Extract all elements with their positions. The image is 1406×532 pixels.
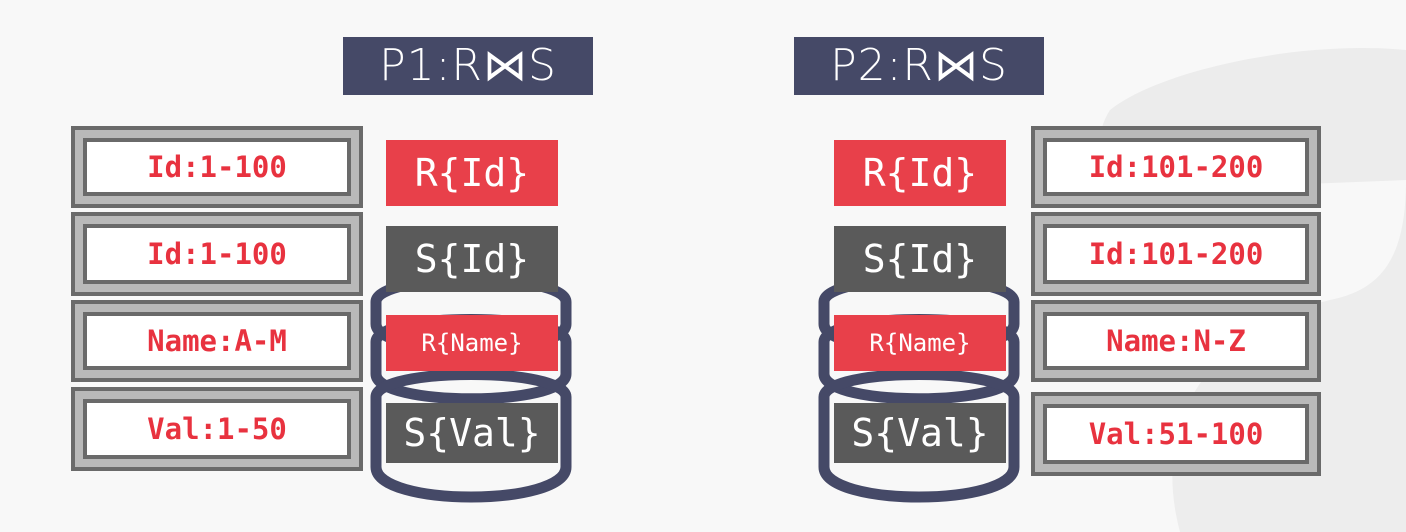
partition-1-database-cylinder (370, 274, 572, 503)
range-label: Name:A-M (83, 312, 351, 370)
range-label: Name:N-Z (1043, 312, 1309, 370)
partition-2-title: P2:R⋈S (794, 37, 1044, 95)
partition-1-range-1: Id:1-100 (71, 126, 363, 208)
partition-2-range-3: Name:N-Z (1031, 300, 1321, 382)
partition-1-range-2: Id:1-100 (71, 212, 363, 296)
partition-1-range-4: Val:1-50 (71, 387, 363, 471)
partition-1-range-3: Name:A-M (71, 300, 363, 382)
partition-2-range-1: Id:101-200 (1031, 126, 1321, 208)
partition-1-block-r-id: R{Id} (386, 140, 558, 206)
partition-2-range-2: Id:101-200 (1031, 212, 1321, 296)
partition-1-block-s-val: S{Val} (386, 403, 558, 463)
partition-2-range-4: Val:51-100 (1031, 392, 1321, 476)
partition-1-block-r-name: R{Name} (386, 315, 558, 371)
partition-2-block-s-id: S{Id} (834, 226, 1006, 292)
range-label: Val:1-50 (83, 399, 351, 459)
partition-2-block-r-id: R{Id} (834, 140, 1006, 206)
range-label: Id:1-100 (83, 138, 351, 196)
range-label: Id:101-200 (1043, 224, 1309, 284)
partition-2-block-r-name: R{Name} (834, 315, 1006, 371)
partition-2-database-cylinder (818, 274, 1020, 503)
range-label: Id:101-200 (1043, 138, 1309, 196)
range-label: Val:51-100 (1043, 404, 1309, 464)
partition-2-block-s-val: S{Val} (834, 403, 1006, 463)
partition-1-block-s-id: S{Id} (386, 226, 558, 292)
partition-1-title: P1:R⋈S (343, 37, 593, 95)
range-label: Id:1-100 (83, 224, 351, 284)
